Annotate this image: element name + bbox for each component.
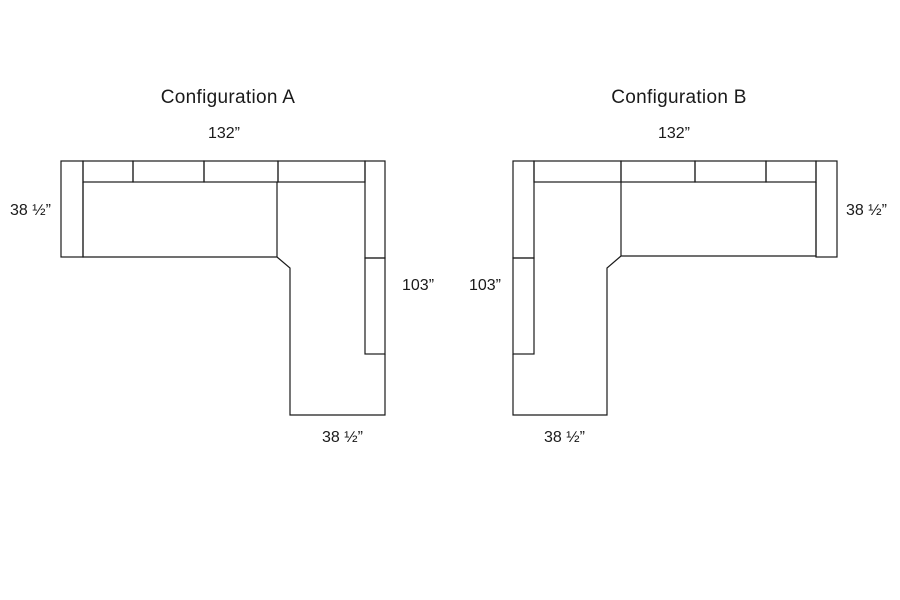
- configuration-b-back-cushion-1: [533, 160, 622, 183]
- configuration-a-seat-outline: [82, 182, 386, 416]
- configuration-b-back-cushion-3: [694, 160, 767, 183]
- configuration-b-right-arm: [815, 160, 838, 258]
- configuration-b-width-label: 132”: [657, 125, 691, 142]
- configuration-b-left-arm-upper: [512, 160, 535, 259]
- configuration-a-width-label: 132”: [207, 125, 241, 142]
- configuration-a-depth-label: 38 ½”: [10, 202, 51, 219]
- configuration-a-title: Configuration A: [160, 87, 296, 108]
- configuration-a-right-arm-lower: [364, 257, 386, 355]
- configuration-b-back-cushion-4: [765, 160, 817, 183]
- configuration-b-depth-label: 38 ½”: [846, 202, 887, 219]
- configuration-b-title: Configuration B: [611, 87, 747, 108]
- configuration-a-length-label: 103”: [402, 277, 435, 294]
- configuration-b-seat-outline: [512, 182, 817, 416]
- configuration-b-back-cushion-2: [620, 160, 696, 183]
- configuration-b-chaise-depth-label: 38 ½”: [544, 429, 585, 446]
- configuration-a-chaise-depth-label: 38 ½”: [322, 429, 363, 446]
- configuration-b-length-label: 103”: [468, 277, 501, 294]
- configuration-b-left-arm-lower: [512, 257, 535, 355]
